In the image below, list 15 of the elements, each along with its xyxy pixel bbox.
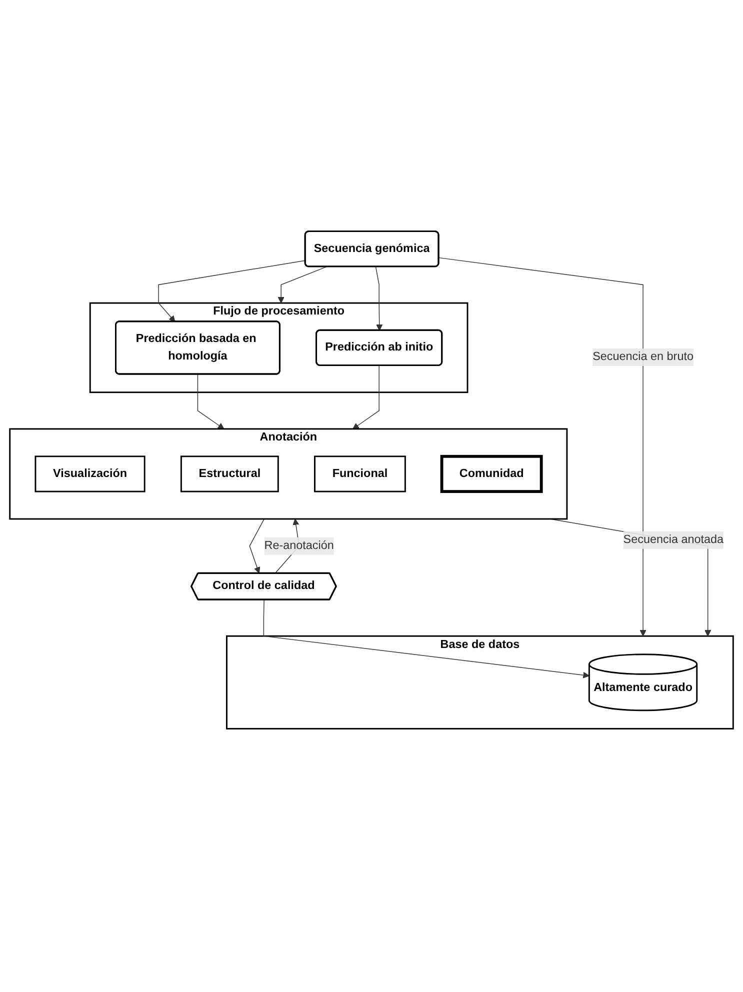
edge-label: Re-anotación <box>264 539 334 552</box>
arrow <box>375 266 383 331</box>
node-box: Funcional <box>314 456 406 492</box>
edge-label: Secuencia anotada <box>623 534 724 546</box>
arrow <box>278 266 328 304</box>
arrow <box>249 518 265 574</box>
node-box: Estructural <box>180 456 279 492</box>
arrow <box>158 260 306 322</box>
node-box: Visualización <box>34 456 146 492</box>
arrow <box>197 374 224 430</box>
edge-label: Secuencia en bruto <box>592 350 694 364</box>
arrow <box>438 257 646 636</box>
node-box: Comunidad <box>440 454 543 493</box>
arrow <box>352 364 380 430</box>
arrow <box>263 599 590 678</box>
